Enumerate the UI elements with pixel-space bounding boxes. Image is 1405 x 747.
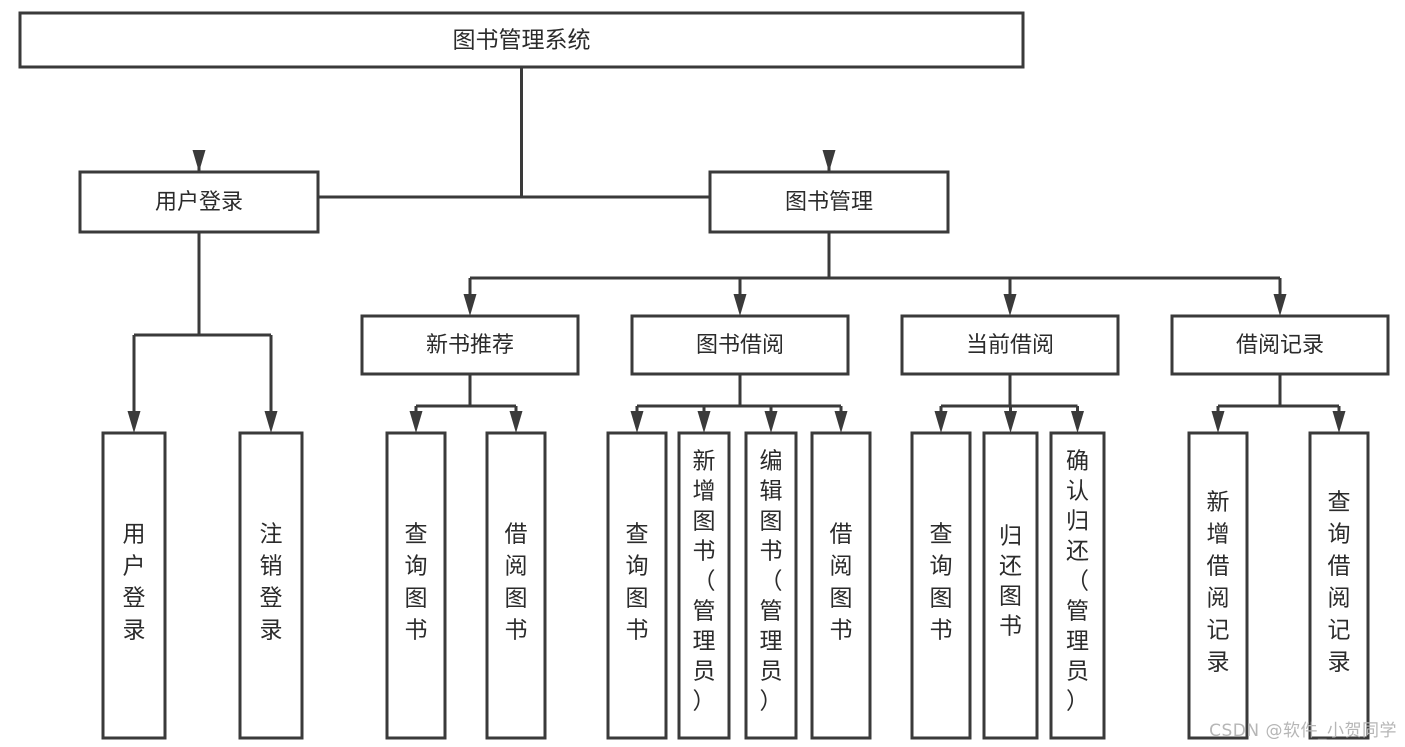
- node-box: [78, 170, 320, 234]
- arrow-head-icon: [509, 411, 523, 433]
- node-box: [1308, 431, 1370, 740]
- node-leaf-query-book-3[interactable]: 查询图书: [910, 431, 972, 740]
- node-label: 查询图书: [930, 521, 953, 643]
- node-label: 当前借阅: [966, 333, 1054, 358]
- node-layer: 图书管理系统用户登录图书管理新书推荐图书借阅当前借阅借阅记录用户登录注销登录查询…: [18, 11, 1390, 740]
- connector-group-user-login: [127, 232, 278, 433]
- node-box: [982, 431, 1039, 740]
- arrow-head-icon: [192, 150, 206, 172]
- node-leaf-query-book-1[interactable]: 查询图书: [385, 431, 447, 740]
- node-label: 借阅图书: [505, 521, 528, 643]
- node-box: [101, 431, 167, 740]
- node-leaf-edit-book[interactable]: 编辑图书（管理员）: [744, 431, 798, 740]
- edge-layer: [127, 67, 1346, 433]
- arrow-head-icon: [127, 411, 141, 433]
- node-box: [1049, 431, 1106, 740]
- node-label: 确认归还（管理员）: [1066, 449, 1089, 715]
- node-label: 新书推荐: [426, 333, 514, 358]
- connector-group-book-borrow: [630, 374, 848, 433]
- arrow-head-icon: [1003, 294, 1017, 316]
- connector-group-book-manage: [463, 232, 1287, 316]
- node-current-borrow[interactable]: 当前借阅: [900, 314, 1120, 376]
- arrow-head-icon: [1332, 411, 1346, 433]
- node-borrow-record[interactable]: 借阅记录: [1170, 314, 1390, 376]
- node-label: 查询图书: [405, 521, 428, 643]
- node-box: [708, 170, 950, 234]
- node-box: [385, 431, 447, 740]
- node-leaf-confirm-return[interactable]: 确认归还（管理员）: [1049, 431, 1106, 740]
- node-box: [606, 431, 668, 740]
- csdn-watermark: CSDN @软件_小贺同学: [1209, 721, 1397, 741]
- node-leaf-query-record[interactable]: 查询借阅记录: [1308, 431, 1370, 740]
- arrow-head-icon: [1004, 411, 1017, 433]
- arrow-head-icon: [409, 411, 423, 433]
- node-box: [677, 431, 731, 740]
- node-box: [630, 314, 850, 376]
- arrow-head-icon: [764, 411, 778, 433]
- node-box: [1170, 314, 1390, 376]
- arrow-head-icon: [697, 411, 711, 433]
- node-label: 编辑图书（管理员）: [760, 449, 783, 715]
- node-user-login[interactable]: 用户登录: [78, 170, 320, 234]
- arrow-head-icon: [1211, 411, 1225, 433]
- node-box: [900, 314, 1120, 376]
- arrow-head-icon: [463, 294, 477, 316]
- node-label: 新增图书（管理员）: [693, 449, 716, 715]
- connector-group-new-book-recommend: [409, 374, 523, 433]
- node-box: [18, 11, 1025, 69]
- node-box: [1187, 431, 1249, 740]
- connector-group-borrow-record: [1211, 374, 1346, 433]
- node-box: [910, 431, 972, 740]
- node-box: [238, 431, 304, 740]
- node-leaf-borrow-book-1[interactable]: 借阅图书: [485, 431, 547, 740]
- node-label: 图书管理: [785, 190, 873, 215]
- node-label: 新增借阅记录: [1207, 489, 1230, 675]
- node-leaf-add-book[interactable]: 新增图书（管理员）: [677, 431, 731, 740]
- arrow-head-icon: [1273, 294, 1287, 316]
- node-label: 用户登录: [123, 521, 146, 643]
- arrow-head-icon: [822, 150, 836, 172]
- arrow-head-icon: [264, 411, 278, 433]
- node-label: 图书管理系统: [453, 28, 591, 54]
- arrow-head-icon: [834, 411, 848, 433]
- arrow-head-icon: [934, 411, 948, 433]
- node-label: 注销登录: [260, 521, 283, 643]
- node-label: 借阅记录: [1236, 333, 1324, 358]
- node-box: [744, 431, 798, 740]
- arrow-head-icon: [630, 411, 644, 433]
- node-book-manage[interactable]: 图书管理: [708, 170, 950, 234]
- node-leaf-return-book[interactable]: 归还图书: [982, 431, 1039, 740]
- node-box: [485, 431, 547, 740]
- node-root[interactable]: 图书管理系统: [18, 11, 1025, 69]
- node-label: 查询图书: [626, 521, 649, 643]
- node-leaf-user-logout[interactable]: 注销登录: [238, 431, 304, 740]
- node-label: 用户登录: [155, 190, 243, 215]
- node-leaf-add-record[interactable]: 新增借阅记录: [1187, 431, 1249, 740]
- arrow-head-icon: [1071, 411, 1084, 433]
- connector-group-current-borrow: [934, 374, 1084, 433]
- node-label: 图书借阅: [696, 333, 784, 358]
- node-box: [810, 431, 872, 740]
- node-book-borrow[interactable]: 图书借阅: [630, 314, 850, 376]
- node-leaf-query-book-2[interactable]: 查询图书: [606, 431, 668, 740]
- node-label: 借阅图书: [830, 521, 853, 643]
- arrow-head-icon: [733, 294, 747, 316]
- node-box: [360, 314, 580, 376]
- node-leaf-borrow-book-2[interactable]: 借阅图书: [810, 431, 872, 740]
- node-label: 归还图书: [999, 524, 1022, 640]
- node-new-book-recommend[interactable]: 新书推荐: [360, 314, 580, 376]
- node-label: 查询借阅记录: [1328, 489, 1351, 675]
- node-leaf-user-login[interactable]: 用户登录: [101, 431, 167, 740]
